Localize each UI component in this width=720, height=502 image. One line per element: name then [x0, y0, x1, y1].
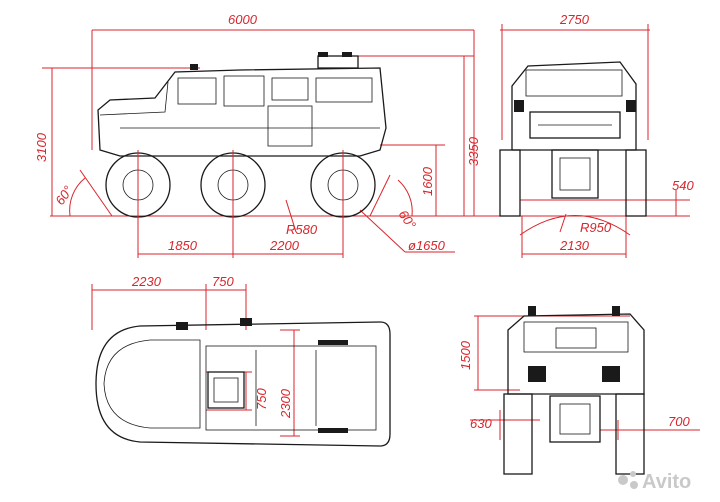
front-view: 2750 540 R950 2130	[499, 12, 694, 258]
seat-width-label: 750	[212, 274, 234, 289]
overall-length-label: 6000	[228, 12, 258, 27]
height-with-rack-label: 3350	[466, 136, 481, 166]
wheel-diameter-label: ø1650	[408, 238, 446, 253]
cargo-length-label: 2300	[278, 388, 293, 419]
overall-width-label: 2750	[559, 12, 590, 27]
clearance-label: 540	[672, 178, 694, 193]
turn-radius-label: R580	[286, 222, 318, 237]
side-view: 6000 3100 3350 1600 60° 60° 1850 2200 R5…	[34, 12, 500, 258]
overall-height-label: 3100	[34, 132, 49, 162]
arc-radius-label: R950	[580, 220, 612, 235]
rear-view: 1500 630 700	[458, 306, 700, 475]
departure-angle-label: 60°	[396, 207, 420, 232]
seat-length-label: 750	[254, 388, 269, 410]
top-view: 2230 750 750 2300	[91, 274, 391, 447]
cabin-length-label: 2230	[131, 274, 162, 289]
watermark-text: Avito	[642, 471, 691, 493]
door-height-label: 1500	[458, 340, 473, 370]
ground-height-label: 1600	[420, 166, 435, 196]
avito-watermark: Avito	[618, 471, 691, 493]
wheelbase-front-label: 1850	[168, 238, 198, 253]
wheelbase-rear-label: 2200	[269, 238, 300, 253]
track-width-label: 2130	[559, 238, 590, 253]
wheel-width-left-label: 630	[470, 416, 492, 431]
approach-angle-label: 60°	[52, 183, 76, 208]
wheel-width-right-label: 700	[668, 414, 690, 429]
